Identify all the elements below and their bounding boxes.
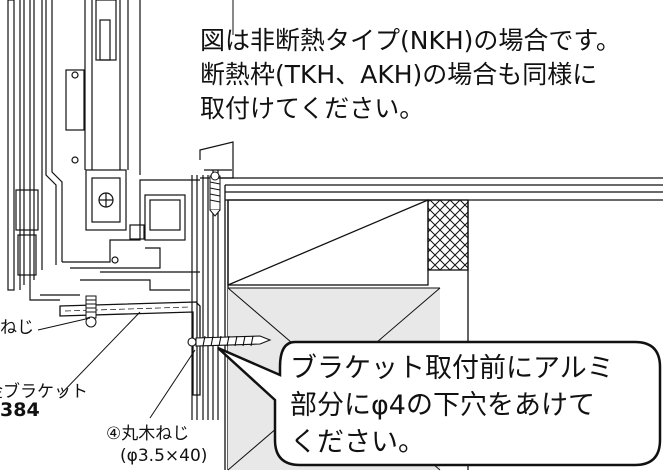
note-line-3: 取付けてください。 bbox=[200, 94, 425, 123]
window-frame-profiles bbox=[7, 0, 200, 301]
top-wood-screw bbox=[209, 171, 221, 217]
callout-line-3: ください。 bbox=[290, 427, 425, 458]
wood-screw-size-label: (φ3.5×40) bbox=[120, 446, 208, 466]
callout-line-1: ブラケット取付前にアルミ bbox=[290, 353, 614, 384]
wall-structure bbox=[218, 177, 663, 470]
leader-lines bbox=[37, 311, 196, 419]
bracket-label: 金ブラケット bbox=[0, 382, 88, 402]
callout-line-2: 部分にφ4の下穴をあけて bbox=[290, 390, 595, 421]
callout-bubble bbox=[217, 340, 662, 467]
part-number-label: 384 bbox=[0, 399, 40, 421]
wood-screw-label: ④丸木ねじ bbox=[106, 424, 190, 444]
note-line-1: 図は非断熱タイプ(NKH)の場合です。 bbox=[200, 26, 621, 55]
bracket bbox=[59, 295, 201, 396]
screw-label: ねじ bbox=[0, 318, 34, 338]
wood-screw-4 bbox=[187, 335, 272, 347]
note-line-2: 断熱枠(TKH、AKH)の場合も同様に bbox=[200, 60, 598, 89]
